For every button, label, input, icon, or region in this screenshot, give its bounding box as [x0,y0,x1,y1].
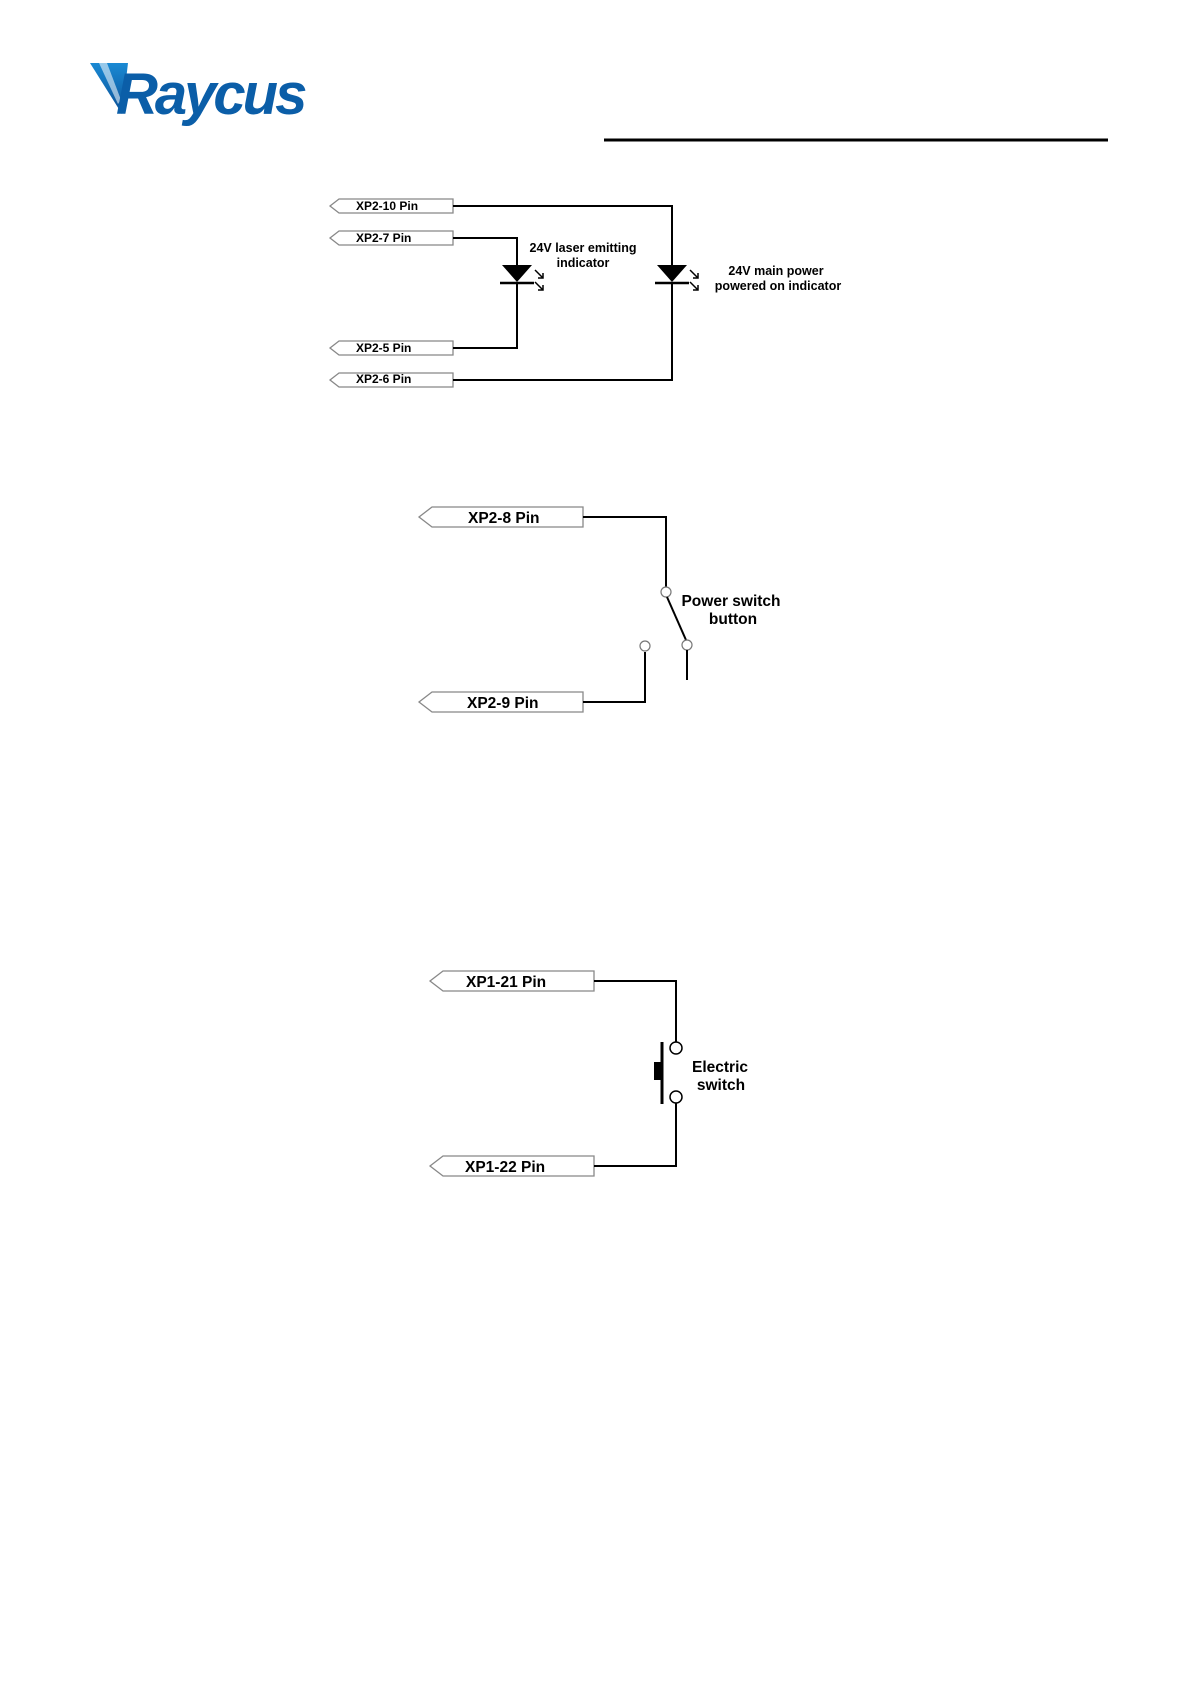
power-switch-label-line1: Power switch [681,593,780,610]
pin-tag-xp2-5: XP2-5 Pin [330,341,453,355]
laser-led-icon [500,265,543,290]
wire-xp2-9 [583,652,645,702]
pin-label: XP2-9 Pin [467,695,539,712]
wire-xp1-21 [594,981,676,1042]
pin-tag-xp2-10: XP2-10 Pin [330,199,453,213]
pin-label: XP2-10 Pin [356,199,418,213]
pin-label: XP2-6 Pin [356,372,411,386]
wire-xp1-22 [594,1103,676,1166]
power-led-label-line2: powered on indicator [715,279,842,293]
wire-xp2-8 [583,517,666,587]
electric-switch-label-line1: Electric [692,1059,748,1076]
pin-tag-xp2-9: XP2-9 Pin [419,692,583,712]
pin-tag-xp2-7: XP2-7 Pin [330,231,453,245]
power-led-label-line1: 24V main power [728,264,823,278]
pin-label: XP2-8 Pin [468,510,540,527]
wire-xp2-7 [453,238,517,265]
led-indicator-diagram: XP2-10 Pin XP2-7 Pin XP2-5 Pin XP2-6 Pin [330,199,841,387]
pin-label: XP1-22 Pin [465,1159,545,1176]
power-led-icon [655,265,698,290]
power-switch-diagram: XP2-8 Pin XP2-9 Pin Power switch button [419,507,781,712]
logo-wordmark: Raycus [116,62,306,127]
pin-tag-xp2-8: XP2-8 Pin [419,507,583,527]
pin-tag-xp1-21: XP1-21 Pin [430,971,594,991]
pin-tag-xp2-6: XP2-6 Pin [330,372,453,387]
laser-led-label-line2: indicator [557,256,610,270]
wire-xp2-6 [453,283,672,380]
wire-xp2-5 [453,283,517,348]
laser-led-label-line1: 24V laser emitting [530,241,637,255]
push-button-switch-icon [654,1042,682,1104]
power-switch-label-line2: button [709,611,757,628]
company-logo: Raycus [90,62,306,127]
pin-label: XP2-5 Pin [356,341,411,355]
pin-label: XP2-7 Pin [356,231,411,245]
pin-tag-xp1-22: XP1-22 Pin [430,1156,594,1176]
electric-switch-diagram: XP1-21 Pin XP1-22 Pin Electric switch [430,971,748,1176]
electric-switch-label-line2: switch [697,1077,745,1094]
pin-label: XP1-21 Pin [466,974,546,991]
